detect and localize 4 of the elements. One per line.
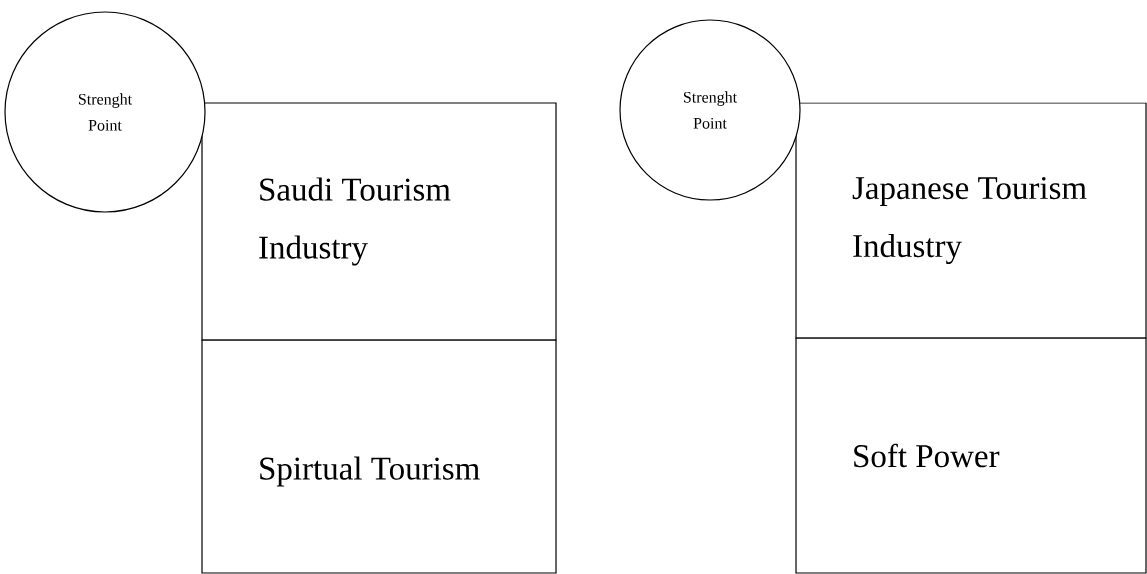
text-box: Spirtual Tourism bbox=[201, 339, 557, 574]
text-box: Soft Power bbox=[795, 337, 1147, 574]
text-box: Japanese Tourism Industry bbox=[795, 102, 1147, 339]
text-box: Saudi Tourism Industry bbox=[201, 102, 557, 341]
